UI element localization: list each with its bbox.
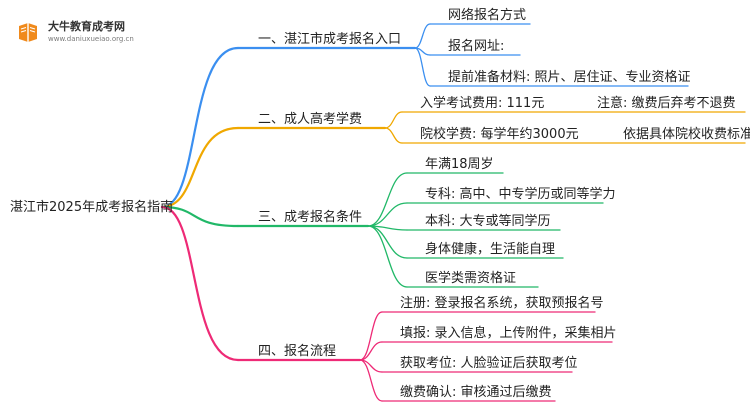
mindmap-root: 湛江市2025年成考报名指南 xyxy=(10,200,174,215)
leaf-school-tuition-note: 依据具体院校收费标准 xyxy=(623,127,750,142)
branch-registration-entry: 一、湛江市成考报名入口 xyxy=(258,32,402,47)
leaf-registration-url: 报名网址: xyxy=(448,39,505,54)
leaf-fill-in: 填报: 录入信息，上传附件，采集相片 xyxy=(400,326,617,341)
leaf-connector xyxy=(367,225,408,288)
leaf-connector xyxy=(384,127,403,144)
leaf-connector xyxy=(359,341,383,361)
leaf-connector xyxy=(367,172,408,227)
branch-process: 四、报名流程 xyxy=(258,344,337,359)
leaf-connector xyxy=(414,23,431,49)
logo-name: 大牛教育成考网 xyxy=(48,20,125,33)
branch-tuition: 二、成人高考学费 xyxy=(258,112,363,127)
branch-connector xyxy=(160,46,240,209)
leaf-materials: 提前准备材料: 照片、居住证、专业资格证 xyxy=(448,70,691,85)
logo-url: www.daniuxueiao.org.cn xyxy=(48,35,134,43)
branch-connector xyxy=(160,205,240,228)
leaf-health: 身体健康，生活能自理 xyxy=(425,242,556,257)
leaf-payment: 缴费确认: 审核通过后缴费 xyxy=(400,385,552,400)
site-logo: 大牛教育成考网 www.daniuxueiao.org.cn xyxy=(8,12,138,52)
leaf-seat: 获取考位: 人脸验证后获取考位 xyxy=(400,356,578,371)
leaf-medical-cert: 医学类需资格证 xyxy=(425,271,517,286)
leaf-register: 注册: 登录报名系统，获取预报名号 xyxy=(400,296,604,311)
branch-connector xyxy=(160,126,240,209)
leaf-connector xyxy=(367,202,408,227)
leaf-connector xyxy=(414,47,431,87)
leaf-online-registration: 网络报名方式 xyxy=(448,8,527,23)
leaf-exam-fee: 入学考试费用: 111元 xyxy=(420,96,545,111)
book-logo-icon xyxy=(19,23,37,42)
leaf-connector xyxy=(384,111,403,129)
leaf-connector xyxy=(367,225,408,259)
branch-eligibility: 三、成考报名条件 xyxy=(258,210,363,225)
branch-connector xyxy=(160,205,240,362)
leaf-junior-college: 专科: 高中、中专学历或同等学力 xyxy=(425,187,616,202)
leaf-connector xyxy=(359,311,383,361)
leaf-exam-fee-note: 注意: 缴费后弃考不退费 xyxy=(597,96,736,111)
leaf-age: 年满18周岁 xyxy=(425,157,494,172)
leaf-undergraduate: 本科: 大专或等同学历 xyxy=(425,214,551,229)
leaf-school-tuition: 院校学费: 每学年约3000元 xyxy=(420,127,579,142)
leaf-connector xyxy=(359,359,383,402)
